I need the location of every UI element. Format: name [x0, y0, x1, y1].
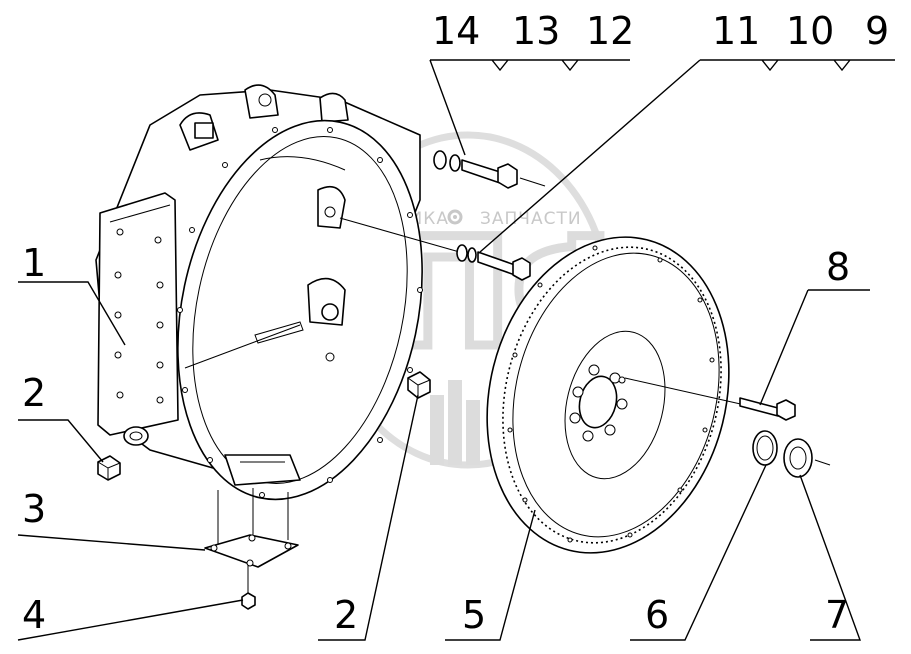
callout-11: 11	[712, 9, 760, 53]
leader-lines	[17, 59, 895, 641]
flywheel-bolt-holes	[569, 364, 628, 442]
callout-5: 5	[462, 593, 486, 637]
watermark-right-word: ЗАПЧАСТИ	[480, 209, 582, 229]
callout-2-left: 2	[22, 371, 46, 415]
bearing-7	[783, 438, 831, 478]
watermark-buildings	[430, 380, 480, 465]
callout-14: 14	[432, 9, 480, 53]
callout-3: 3	[22, 487, 46, 531]
bolt-assembly-12-14	[433, 150, 546, 189]
callout-labels: 1 2 3 4 2 5 6 7 8 9 10 11 12 13 14	[22, 9, 889, 637]
flywheel-rim-holes	[507, 245, 715, 543]
callout-6: 6	[645, 593, 669, 637]
bottom-cover-plate	[204, 488, 299, 568]
callout-1: 1	[22, 241, 46, 285]
drain-plug-left	[97, 455, 121, 481]
cover-bolt	[241, 565, 256, 610]
callout-2-center: 2	[334, 593, 358, 637]
bolt-assembly-9-11	[339, 217, 531, 281]
callout-10: 10	[786, 9, 834, 53]
callout-13: 13	[512, 9, 560, 53]
flywheel-bolt-8	[624, 377, 796, 421]
ring-bolt-holes	[177, 127, 423, 498]
seal-ring-6	[752, 430, 778, 466]
flywheel-housing	[95, 84, 423, 501]
callout-7: 7	[825, 593, 849, 637]
callout-12: 12	[586, 9, 634, 53]
gear-icon	[447, 209, 463, 225]
callout-9: 9	[865, 9, 889, 53]
callout-4: 4	[22, 593, 46, 637]
flywheel	[486, 236, 730, 554]
callout-8: 8	[826, 245, 850, 289]
